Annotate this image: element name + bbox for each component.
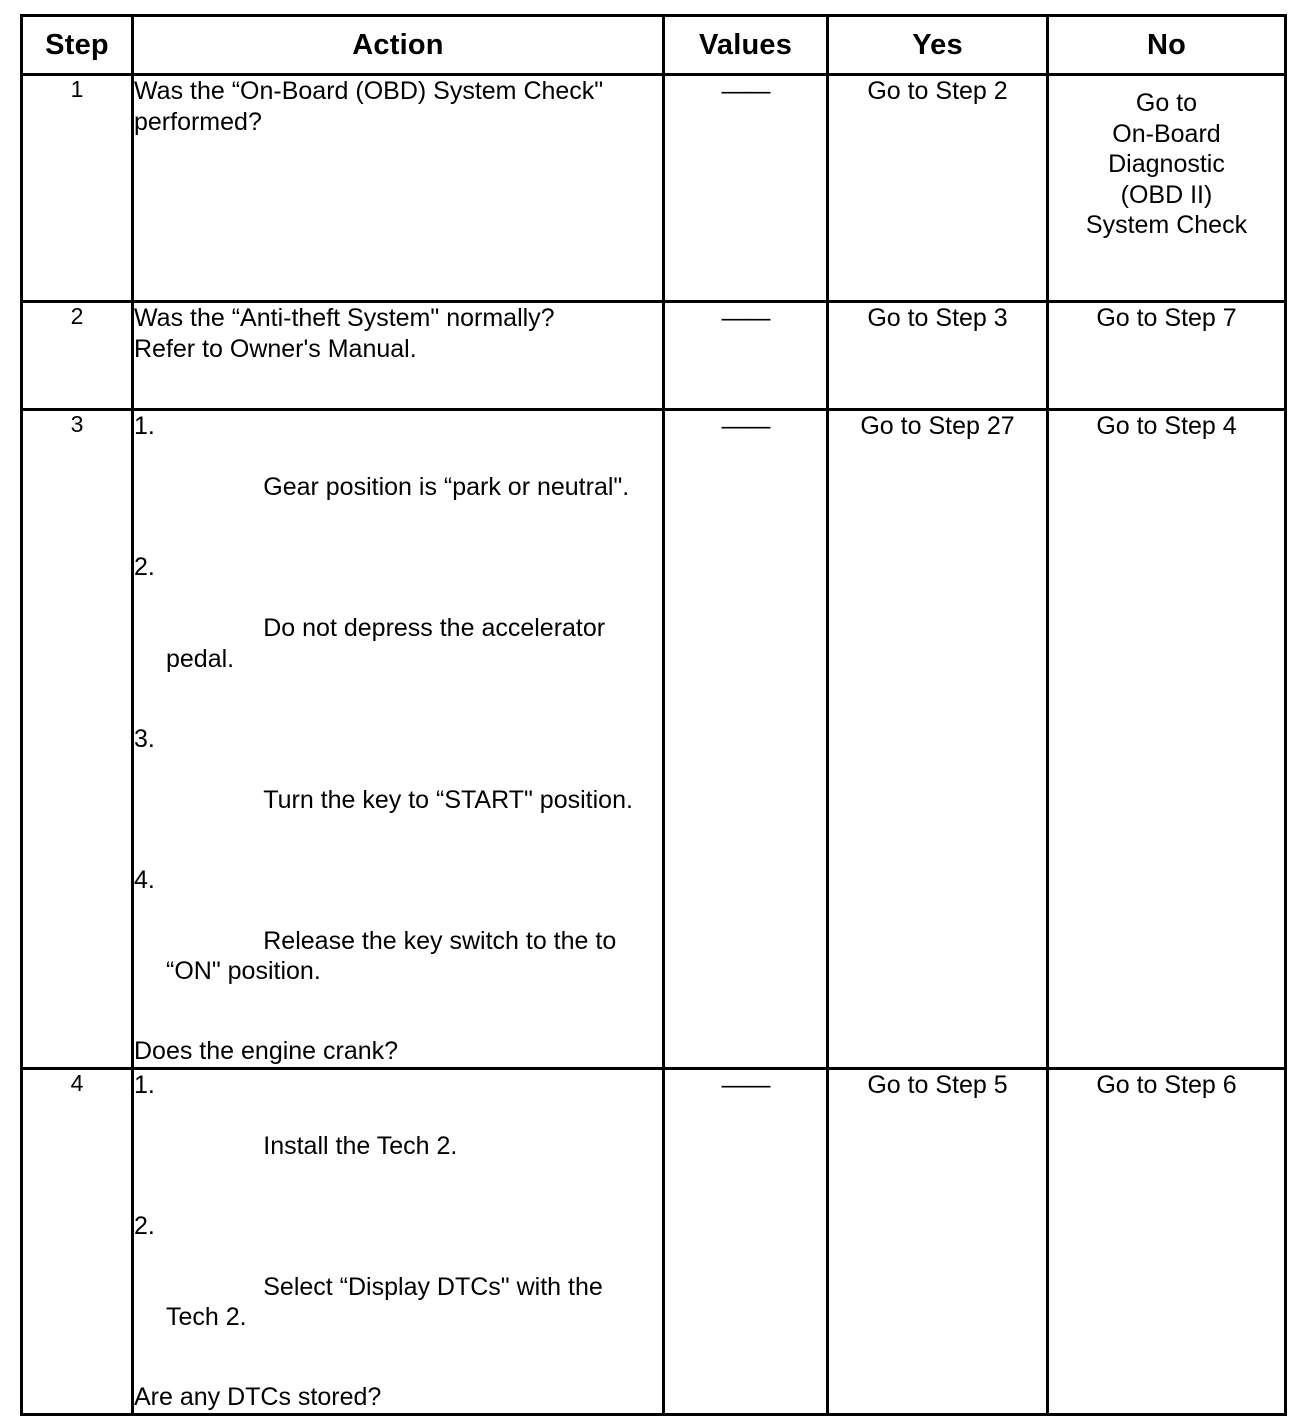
action-step-text: Select “Display DTCs" with the Tech 2. (166, 1272, 610, 1332)
no-line: Diagnostic (1108, 150, 1225, 178)
cell-step-number: 4 (20, 1066, 134, 1416)
yes-line: Go to Step 27 (860, 412, 1015, 440)
cell-values: —— (662, 300, 829, 411)
cell-action: Was the “On-Board (OBD) System Check" pe… (131, 73, 665, 303)
yes-line: Go to Step 5 (867, 1070, 1008, 1099)
action-step-text: Release the key switch to the to “ON" po… (166, 926, 624, 986)
column-header-no: No (1046, 14, 1287, 76)
column-header-step: Step (20, 14, 134, 76)
action-step-number: 3. (134, 724, 155, 753)
cell-no: Go to Step 6 (1046, 1066, 1287, 1416)
yes-line: Go to Step 3 (867, 304, 1008, 332)
action-step-list: 1. Gear position is “park or neutral". 2… (134, 411, 662, 1017)
no-line: (OBD II) (1120, 180, 1213, 209)
action-step-item: 2. Do not depress the accelerator pedal. (134, 552, 662, 705)
action-text: Was the “Anti-theft System" normally? Re… (134, 304, 555, 363)
action-step-number: 1. (134, 412, 155, 440)
cell-values: —— (662, 73, 829, 303)
cell-yes: Go to Step 5 (826, 1066, 1049, 1416)
cell-no: Go to On-Board Diagnostic (OBD II) Syste… (1046, 73, 1287, 303)
values-dash: —— (721, 304, 771, 332)
table-header-row: Step Action Values Yes No (20, 14, 1287, 76)
cell-action: Was the “Anti-theft System" normally? Re… (131, 300, 665, 411)
values-dash: —— (721, 77, 771, 105)
no-line: Go to Step 4 (1096, 412, 1237, 440)
cell-step-number: 2 (20, 300, 134, 411)
action-step-item: 2. Select “Display DTCs" with the Tech 2… (134, 1211, 662, 1364)
values-dash: —— (721, 412, 771, 440)
cell-values: —— (662, 1066, 829, 1416)
cell-yes: Go to Step 3 (826, 300, 1049, 411)
action-step-number: 1. (134, 1070, 155, 1099)
cell-yes: Go to Step 27 (826, 408, 1049, 1070)
action-question: Does the engine crank? (134, 1037, 399, 1065)
cell-yes: Go to Step 2 (826, 73, 1049, 303)
table-body: 1 Was the “On-Board (OBD) System Check" … (20, 73, 1287, 1416)
diagnostic-step-table: Step Action Values Yes No 1 Was the “On-… (20, 14, 1287, 1416)
action-step-item: 1. Install the Tech 2. (134, 1070, 662, 1192)
no-line: Go to Step 7 (1096, 304, 1237, 332)
action-step-list: 1. Install the Tech 2. 2. Select “Displa… (134, 1070, 662, 1364)
action-step-number: 2. (134, 553, 155, 581)
action-step-number: 2. (134, 1211, 155, 1240)
column-header-action: Action (131, 14, 665, 76)
cell-values: —— (662, 408, 829, 1070)
diagnostic-table-page: Step Action Values Yes No 1 Was the “On-… (20, 14, 1287, 1416)
no-line: Go to Step 6 (1096, 1070, 1237, 1099)
action-step-text: Gear position is “park or neutral". (263, 473, 630, 501)
column-header-yes: Yes (826, 14, 1049, 76)
action-question: Are any DTCs stored? (134, 1383, 382, 1411)
cell-step-number: 3 (20, 408, 134, 1070)
table-header: Step Action Values Yes No (20, 14, 1287, 76)
action-step-text: Install the Tech 2. (263, 1131, 458, 1160)
column-header-values: Values (662, 14, 829, 76)
action-step-text: Do not depress the accelerator pedal. (166, 614, 613, 673)
table-row: 1 Was the “On-Board (OBD) System Check" … (20, 73, 1287, 303)
no-line: Go to (1135, 89, 1198, 117)
yes-line: Go to Step 2 (867, 77, 1008, 105)
action-step-item: 3. Turn the key to “START" position. (134, 724, 662, 846)
values-dash: —— (721, 1070, 771, 1099)
cell-no: Go to Step 7 (1046, 300, 1287, 411)
no-line: System Check (1085, 211, 1248, 239)
cell-step-number: 1 (20, 73, 134, 303)
cell-action: 1. Install the Tech 2. 2. Select “Displa… (131, 1066, 665, 1416)
table-row: 4 1. Install the Tech 2. 2. Select “Disp… (20, 1066, 1287, 1416)
action-step-number: 4. (134, 865, 155, 894)
table-row: 3 1. Gear position is “park or neutral".… (20, 408, 1287, 1070)
table-row: 2 Was the “Anti-theft System" normally? … (20, 300, 1287, 411)
no-line: On-Board (1112, 119, 1221, 148)
action-step-item: 4. Release the key switch to the to “ON"… (134, 865, 662, 1018)
cell-no: Go to Step 4 (1046, 408, 1287, 1070)
action-step-item: 1. Gear position is “park or neutral". (134, 411, 662, 533)
action-text: Was the “On-Board (OBD) System Check" pe… (134, 77, 611, 136)
cell-action: 1. Gear position is “park or neutral". 2… (131, 408, 665, 1070)
action-step-text: Turn the key to “START" position. (263, 785, 633, 814)
